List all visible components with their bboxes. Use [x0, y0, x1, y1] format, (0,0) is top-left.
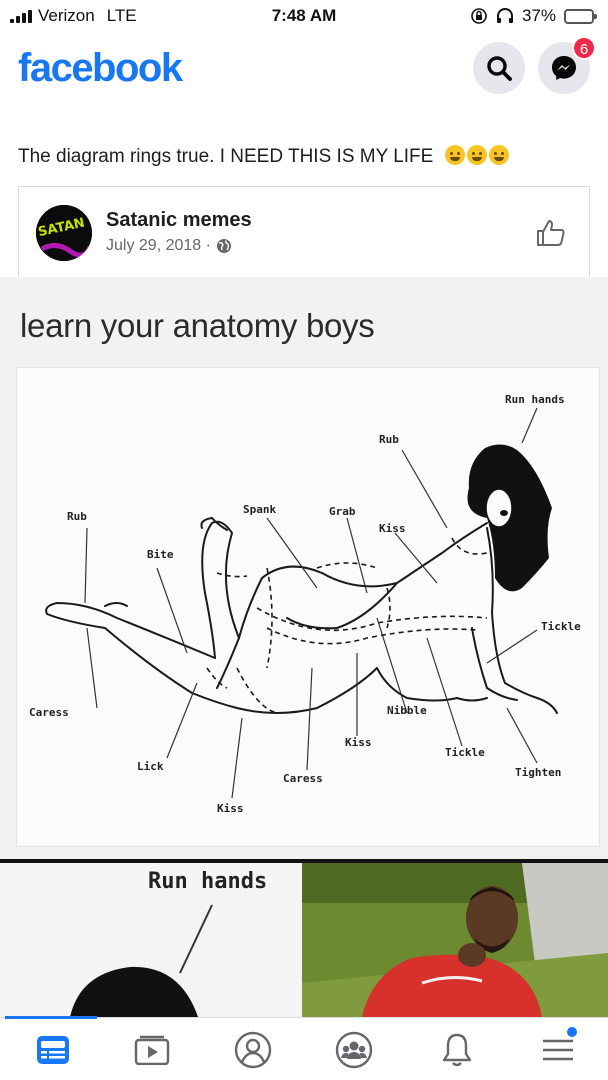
- groups-icon: [335, 1031, 373, 1069]
- headphones-icon: [496, 8, 513, 23]
- menu-icon: [543, 1039, 573, 1061]
- status-bar: Verizon LTE 7:48 AM 37%: [0, 0, 608, 30]
- label-kiss-mid: Kiss: [345, 736, 372, 749]
- label-grab: Grab: [329, 505, 356, 518]
- signal-icon: [10, 9, 32, 23]
- label-caress-mid: Caress: [283, 772, 323, 785]
- facebook-logo[interactable]: facebook: [18, 46, 183, 90]
- reaction-photo-image: [302, 863, 608, 1017]
- meme-title: learn your anatomy boys: [20, 307, 375, 344]
- news-feed-icon: [37, 1036, 69, 1064]
- label-tickle-right: Tickle: [541, 620, 581, 633]
- globe-icon: [216, 239, 231, 253]
- label-run-hands: Run hands: [505, 393, 565, 406]
- label-kiss-bottom: Kiss: [217, 802, 244, 815]
- network-type: LTE: [106, 6, 137, 25]
- active-tab-indicator: [5, 1016, 97, 1019]
- search-icon: [487, 56, 512, 81]
- label-rub-left: Rub: [67, 510, 87, 523]
- woozy-face-emoji: [488, 145, 509, 165]
- nav-notifications[interactable]: [437, 1030, 477, 1070]
- clock: 7:48 AM: [271, 6, 337, 25]
- post-date: July 29, 2018 ·: [106, 237, 211, 254]
- messenger-icon: [552, 56, 576, 80]
- page-avatar[interactable]: SATAN MEME: [36, 205, 92, 261]
- panel-divider: [0, 859, 608, 863]
- tears-of-joy-emoji: [466, 145, 487, 165]
- reaction-photo: [302, 863, 608, 1017]
- page-name[interactable]: Satanic memes: [106, 209, 252, 231]
- post-meta: July 29, 2018 ·: [106, 237, 232, 255]
- label-tighten: Tighten: [515, 766, 561, 779]
- weary-face-emoji: [444, 145, 465, 165]
- label-tickle-low: Tickle: [445, 746, 485, 759]
- nav-menu[interactable]: [538, 1027, 578, 1070]
- label-spank: Spank: [243, 503, 276, 516]
- anatomy-drawing: Run hands Rub Rub Spank Grab Kiss Bite T…: [29, 393, 581, 815]
- label-rub-top: Rub: [379, 433, 399, 446]
- messenger-badge: 6: [572, 36, 596, 60]
- page-avatar-image: SATAN MEME: [36, 205, 92, 261]
- label-kiss-neck: Kiss: [379, 522, 406, 535]
- status-right: 37%: [470, 6, 597, 26]
- zoom-panel: Run hands: [0, 863, 300, 1017]
- post-caption: The diagram rings true. I NEED THIS IS M…: [18, 145, 509, 168]
- search-button[interactable]: [473, 42, 525, 94]
- label-caress-left: Caress: [29, 706, 69, 719]
- watch-icon: [134, 1035, 170, 1065]
- notifications-icon: [442, 1033, 472, 1067]
- battery-icon: [564, 8, 597, 24]
- post-image[interactable]: learn your anatomy boys: [0, 277, 608, 1017]
- battery-percent: 37%: [521, 6, 556, 25]
- orientation-lock-icon: [471, 8, 487, 24]
- carrier-name: Verizon: [38, 6, 95, 25]
- status-left: Verizon LTE: [10, 6, 137, 26]
- bottom-navigation: [0, 1016, 608, 1080]
- label-nibble: Nibble: [387, 704, 427, 717]
- like-button[interactable]: [535, 217, 567, 254]
- nav-profile[interactable]: [233, 1030, 273, 1070]
- anatomy-diagram: Run hands Rub Rub Spank Grab Kiss Bite T…: [16, 367, 600, 847]
- thumbs-up-icon: [537, 220, 565, 246]
- post-caption-text: The diagram rings true. I NEED THIS IS M…: [18, 146, 434, 167]
- nav-news-feed[interactable]: [33, 1030, 73, 1070]
- shared-post-header[interactable]: SATAN MEME Satanic memes July 29, 2018 ·: [18, 186, 590, 278]
- label-lick: Lick: [137, 760, 164, 773]
- nav-groups[interactable]: [334, 1030, 374, 1070]
- label-bite: Bite: [147, 548, 174, 561]
- profile-icon: [234, 1031, 272, 1069]
- menu-notification-dot: [567, 1027, 577, 1037]
- app-header: facebook 6: [0, 30, 608, 106]
- zoom-panel-label: Run hands: [148, 869, 268, 894]
- messenger-button[interactable]: 6: [538, 36, 596, 94]
- zoomed-hair-drawing: [70, 904, 213, 1017]
- nav-watch[interactable]: [132, 1030, 172, 1070]
